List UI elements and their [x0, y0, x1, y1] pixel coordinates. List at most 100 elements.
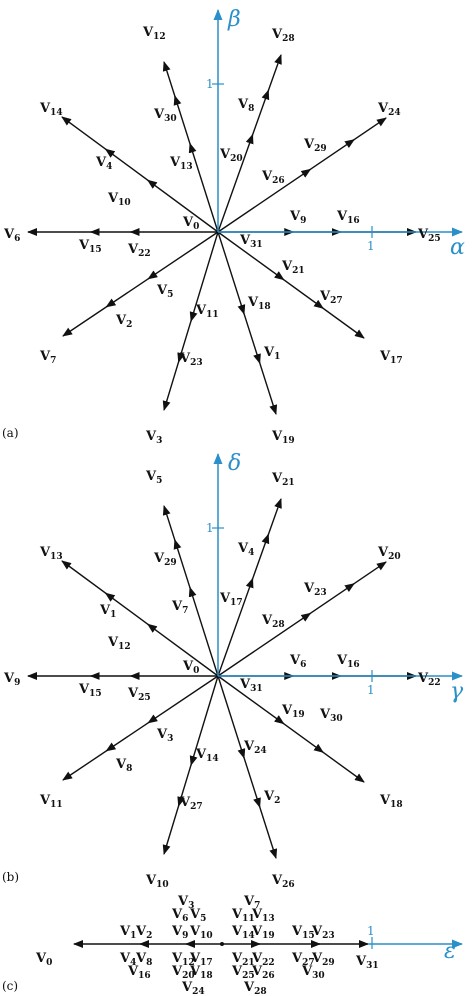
label-b-v25: V25	[127, 686, 151, 703]
vector-b-v23	[300, 612, 312, 622]
label-b-v9: V9	[3, 671, 20, 688]
label-a-v12: V12	[142, 25, 166, 42]
label-b-v13: V13	[39, 545, 63, 562]
vector-b-v4	[245, 577, 254, 589]
vector-b-ray-4	[217, 675, 365, 783]
label-b-v4: V4	[237, 541, 254, 558]
label-b-v19: V19	[281, 703, 305, 720]
label-a-v10: V10	[107, 191, 131, 208]
tick-label-a-v: 1	[206, 77, 214, 91]
axis-name-b-h: γ	[450, 679, 464, 704]
vector-a-v13	[173, 95, 182, 106]
vector-b-v12	[146, 623, 158, 633]
vector-b-v19	[274, 715, 285, 725]
label-a-v27: V27	[319, 289, 343, 306]
origin-dot	[220, 942, 224, 946]
label-b-v2: V2	[263, 789, 280, 806]
vector-a-v2	[105, 298, 117, 308]
vector-a-v4	[104, 148, 116, 158]
label-b-v1: V1	[99, 603, 116, 620]
label-b-v7: V7	[171, 599, 188, 616]
vector-b-v29	[188, 586, 197, 598]
label-a-v15: V15	[78, 238, 102, 255]
label-a-v7: V7	[39, 349, 56, 366]
label-b-v30: V30	[319, 707, 343, 724]
panel-label-b: (b)	[2, 870, 19, 884]
vector-a-ray-9	[61, 116, 219, 233]
label-b-v23: V23	[303, 581, 327, 598]
panel-label-c: (c)	[2, 979, 18, 993]
vector-b-v14	[189, 755, 198, 766]
label-c-v24: V24	[181, 980, 205, 996]
vector-a-v26	[344, 139, 355, 149]
vector-b-v8	[105, 742, 117, 752]
label-a-v18: V18	[247, 295, 271, 312]
label-b-v17: V17	[219, 591, 243, 608]
tick-label-c-h: 1	[367, 924, 375, 938]
vector-a-v10	[146, 179, 158, 189]
label-c-v1: V1	[119, 924, 136, 941]
label-a-v25: V25	[417, 227, 441, 244]
label-b-v24: V24	[243, 739, 267, 756]
label-b-v3: V3	[156, 727, 173, 744]
label-b-v14: V14	[195, 747, 219, 764]
vector-a-ray-2	[217, 117, 387, 233]
vector-b-v24	[237, 748, 246, 759]
label-a-v20: V20	[219, 147, 243, 164]
label-c-v19: V19	[251, 924, 275, 941]
vector-b-ray-2	[217, 561, 387, 677]
label-a-v3: V3	[145, 429, 162, 446]
vector-a-v23	[177, 352, 186, 363]
label-b-v27: V27	[179, 795, 203, 812]
vector-a-v5	[147, 270, 158, 280]
label-c-v13: V13	[251, 907, 275, 924]
vector-b-v30	[313, 743, 324, 753]
vector-b-v1	[104, 592, 116, 602]
vector-a-v29	[300, 168, 312, 178]
vector-a-v11	[189, 311, 198, 322]
vector-layer	[27, 54, 417, 948]
label-b-v20: V20	[377, 545, 401, 562]
label-b-v22: V22	[417, 671, 441, 688]
label-b-v31: V31	[239, 677, 263, 694]
axis-name-a-h: α	[450, 235, 465, 260]
label-c-v5: V5	[189, 907, 206, 924]
vector-a-ray-7	[62, 231, 219, 337]
vector-a-v18	[237, 304, 246, 315]
label-b-v6: V6	[289, 653, 306, 670]
vector-b-ray-5	[217, 675, 278, 859]
axis-name-a-v: β	[227, 7, 241, 32]
label-layer: 11αβ(a)V0V1V2V3V4V5V6V7V8V9V10V11V12V13V…	[2, 7, 465, 996]
vector-b-v2	[253, 797, 261, 808]
label-a-v29: V29	[303, 137, 327, 154]
label-a-v2: V2	[115, 313, 132, 330]
label-a-v1: V1	[263, 345, 280, 362]
vector-a-v8	[245, 133, 254, 145]
label-c-v31: V31	[355, 954, 379, 971]
label-b-v12: V12	[107, 635, 131, 652]
vector-b-v28	[344, 583, 355, 593]
label-b-v5: V5	[145, 469, 162, 486]
vector-b-v17	[261, 533, 270, 545]
vector-b-ray-7	[62, 675, 219, 781]
label-a-v22: V22	[127, 242, 151, 259]
label-a-v4: V4	[95, 155, 112, 172]
label-b-v28: V28	[261, 613, 285, 630]
vector-a-v20	[261, 89, 270, 101]
vector-b-ray-9	[61, 560, 219, 677]
label-a-v21: V21	[281, 259, 305, 276]
label-a-v5: V5	[156, 283, 173, 300]
label-a-v28: V28	[271, 27, 295, 44]
tick-label-b-h: 1	[367, 683, 375, 697]
label-a-v8: V8	[237, 97, 254, 114]
label-a-v23: V23	[179, 351, 203, 368]
label-c-v29: V29	[311, 951, 335, 968]
label-a-v0: V0	[182, 215, 199, 232]
label-b-v18: V18	[379, 793, 403, 810]
label-b-v15: V15	[78, 682, 102, 699]
vector-b-v27	[177, 796, 186, 807]
label-c-v9: V9	[171, 924, 188, 941]
vector-a-v21	[274, 271, 285, 281]
label-a-v13: V13	[169, 155, 193, 172]
